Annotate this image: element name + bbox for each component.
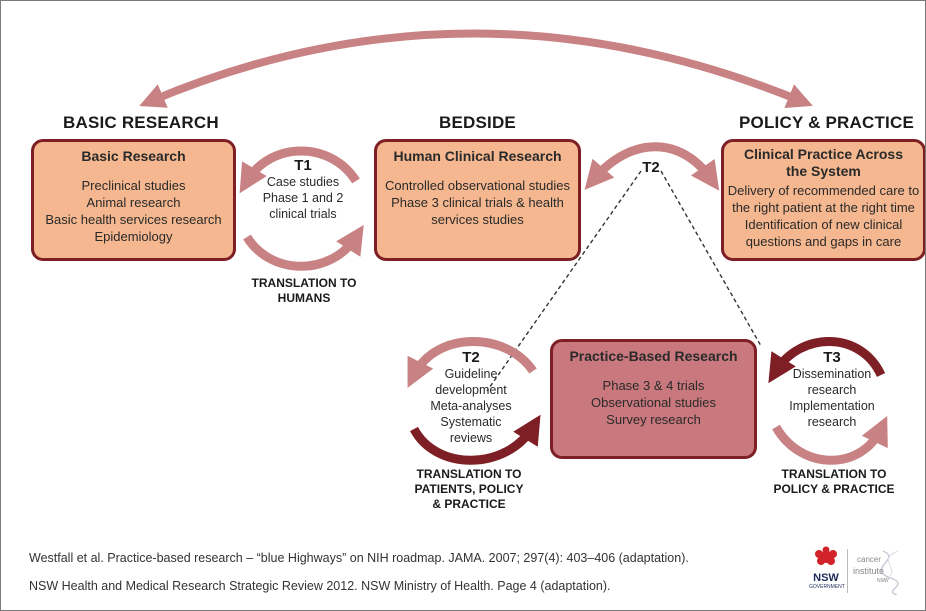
t1-title: T1 (294, 157, 312, 174)
t2-left-line: development (435, 383, 507, 397)
nsw-logo-word: NSW (877, 578, 889, 584)
t1-upper-arrow (239, 146, 360, 194)
clinical-practice-line: the right patient at the right time (732, 200, 915, 215)
t2-left-cycle-label: T2 Guideline development Meta-analyses S… (419, 349, 523, 446)
caption-line: POLICY & PRACTICE (773, 482, 895, 496)
practice-based-research-title: Practice-Based Research (569, 348, 738, 364)
t2-left-line: Meta-analyses (430, 399, 512, 413)
heading-policy-practice: POLICY & PRACTICE (739, 113, 914, 132)
basic-research-line: Preclinical studies (81, 178, 186, 193)
nsw-logo-subtext: GOVERNMENT (809, 584, 845, 590)
t2-top-label: T2 (626, 159, 676, 176)
caption-line: TRANSLATION TO (781, 467, 887, 481)
clinical-practice-title-line: Clinical Practice Across (743, 146, 903, 162)
clinical-practice-title: Clinical Practice Across the System (724, 146, 923, 180)
basic-research-box: Basic Research Preclinical studies Anima… (31, 139, 236, 261)
t3-line: Dissemination (792, 367, 872, 381)
caption-line: TRANSLATION TO (416, 467, 522, 481)
human-clinical-line: Controlled observational studies (385, 178, 570, 193)
reference-nsw-review: NSW Health and Medical Research Strategi… (29, 579, 611, 593)
helix-icon (880, 550, 899, 595)
caption-translation-to-policy: TRANSLATION TO POLICY & PRACTICE (759, 467, 909, 497)
nsw-government-logo: NSW GOVERNMENT (809, 546, 845, 596)
human-clinical-line: services studies (431, 212, 524, 227)
clinical-practice-line: Identification of new clinical (744, 217, 903, 232)
caption-translation-to-humans: TRANSLATION TO HUMANS (229, 276, 379, 306)
human-clinical-research-title: Human Clinical Research (393, 148, 562, 164)
t1-lower-arrow (243, 224, 364, 271)
basic-research-line: Basic health services research (45, 212, 222, 227)
practice-based-research-box: Practice-Based Research Phase 3 & 4 tria… (550, 339, 757, 459)
caption-line: & PRACTICE (432, 497, 506, 511)
practice-based-line: Phase 3 & 4 trials (602, 378, 705, 393)
caption-line: TRANSLATION TO (251, 276, 357, 290)
caption-translation-to-patients: TRANSLATION TO PATIENTS, POLICY & PRACTI… (394, 467, 544, 512)
cancer-logo-word: cancer (857, 555, 882, 564)
t3-lower-arrow (772, 416, 888, 465)
basic-research-line: Epidemiology (94, 229, 173, 244)
t2-top-title: T2 (642, 159, 660, 176)
clinical-practice-line: Delivery of recommended care to (727, 183, 920, 198)
institute-logo-word: institute (853, 566, 885, 576)
practice-based-line: Observational studies (590, 395, 716, 410)
heading-basic-research: BASIC RESEARCH (63, 113, 219, 132)
clinical-practice-box: Clinical Practice Across the System Deli… (721, 139, 925, 261)
t2-top-arrow (584, 142, 720, 191)
t3-line: research (807, 383, 857, 397)
t1-line: Case studies (266, 175, 340, 189)
clinical-practice-line: questions and gaps in care (745, 234, 902, 249)
cancer-institute-logo: cancer institute NSW (853, 549, 913, 595)
t1-cycle-label: T1 Case studies Phase 1 and 2 clinical t… (253, 157, 353, 222)
dashed-line-right (660, 170, 762, 347)
t2-left-line: Systematic (440, 415, 502, 429)
caption-line: PATIENTS, POLICY (414, 482, 524, 496)
t2-left-line: reviews (449, 431, 493, 445)
t3-line: Implementation (789, 399, 875, 413)
t1-line: Phase 1 and 2 (262, 191, 344, 205)
caption-line: HUMANS (277, 291, 331, 305)
logo-divider (847, 549, 848, 593)
clinical-practice-title-line: the System (786, 163, 861, 179)
nsw-logo-text: NSW (813, 572, 839, 584)
t3-title: T3 (823, 349, 841, 366)
t2-left-title: T2 (462, 349, 480, 366)
heading-bedside: BEDSIDE (439, 113, 516, 132)
practice-based-line: Survey research (606, 412, 701, 427)
dashed-line-left (486, 170, 642, 392)
human-clinical-research-box: Human Clinical Research Controlled obser… (374, 139, 581, 261)
t2-left-upper-arrow (407, 337, 537, 388)
top-arc-arrow (139, 29, 813, 109)
t1-line: clinical trials (269, 207, 337, 221)
reference-westfall: Westfall et al. Practice-based research … (29, 551, 689, 565)
t3-line: research (807, 415, 857, 429)
basic-research-line: Animal research (86, 195, 181, 210)
waratah-flower-icon (815, 546, 837, 565)
t3-cycle-label: T3 Dissemination research Implementation… (778, 349, 886, 430)
t2-left-lower-arrow (410, 414, 541, 465)
basic-research-title: Basic Research (81, 148, 186, 164)
t3-upper-arrow (768, 337, 886, 384)
t2-left-line: Guideline (444, 367, 498, 381)
human-clinical-line: Phase 3 clinical trials & health (391, 195, 564, 210)
